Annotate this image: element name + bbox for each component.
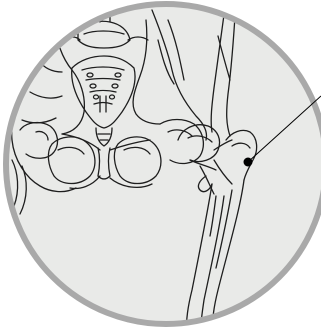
callout-marker-dot xyxy=(244,158,253,167)
